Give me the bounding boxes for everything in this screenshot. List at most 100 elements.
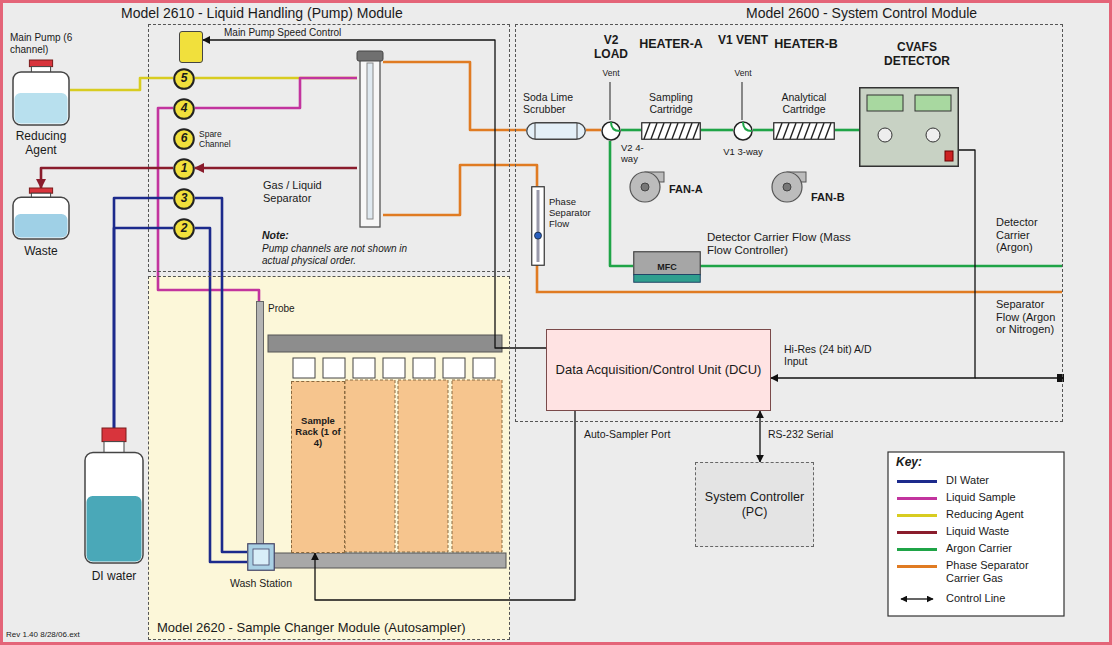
pump-channel: 5 <box>173 68 195 90</box>
text-label: Soda Lime Scrubber <box>523 91 589 115</box>
flow-line <box>586 129 601 132</box>
legend-text: DI Water <box>946 474 1058 487</box>
heater-coil <box>797 123 803 139</box>
text-label: CVAFS DETECTOR <box>871 41 963 69</box>
legend-text: Argon Carrier <box>946 542 1058 555</box>
wash-inner <box>253 549 269 565</box>
probe-rod <box>257 302 264 563</box>
fan: FAN-B <box>771 171 807 203</box>
flow-line <box>41 168 173 188</box>
text-label: Vent <box>729 69 757 79</box>
heater-coil <box>693 123 699 139</box>
valve: V1 VENTVentV1 3-way <box>733 121 753 141</box>
legend-text: Reducing Agent <box>946 508 1058 521</box>
shape-outline <box>771 171 807 203</box>
pump-channel: 6Spare Channel <box>173 128 195 150</box>
legend-swatch <box>897 480 937 483</box>
pump-channel: 2 <box>173 218 195 240</box>
valve-body <box>602 122 620 140</box>
control-line <box>315 411 575 600</box>
text-label: 4 <box>181 102 188 116</box>
text-label: V2 LOAD <box>586 34 636 62</box>
node-content: System Controller (PC) <box>696 463 813 546</box>
text-label: 6 <box>181 132 188 146</box>
autosampler-ground <box>148 276 510 640</box>
rack <box>398 380 448 552</box>
heater-coil <box>825 123 831 139</box>
separator-gas-supply <box>537 265 1062 292</box>
shape-outline <box>531 186 545 266</box>
control-unit: Data Acquisition/Control Unit (DCU) <box>546 329 771 411</box>
main-pump: Main Pump (6 channel) <box>179 31 203 63</box>
flow-line <box>195 167 357 170</box>
pump-head <box>174 159 194 179</box>
heater-coil <box>686 123 692 139</box>
waste-bottle: Waste <box>12 188 70 240</box>
shape-outline <box>733 121 753 141</box>
mfc-body <box>634 252 701 275</box>
detector-body <box>860 88 959 167</box>
pump-head <box>174 189 194 209</box>
fan: FAN-A <box>629 171 665 203</box>
display <box>867 95 903 111</box>
shape-outline <box>629 171 665 203</box>
line-label: RS-232 Serial <box>766 428 835 440</box>
sample-tube <box>293 358 315 378</box>
text-label: Waste <box>6 245 76 259</box>
flow-line <box>753 129 773 132</box>
scrubber-body <box>527 123 586 140</box>
flow-line <box>70 78 173 90</box>
fan-housing <box>772 172 802 202</box>
wash-well <box>248 544 275 571</box>
control-line <box>975 377 1060 378</box>
display <box>915 95 951 111</box>
scrubber-end <box>577 123 578 139</box>
sample-tube <box>383 358 405 378</box>
cartridge-tube <box>774 123 835 140</box>
water-bottle: DI water <box>84 428 144 564</box>
detector: CVAFS DETECTOR <box>859 87 959 167</box>
line-label: Auto-Sampler Port <box>582 428 672 440</box>
text-label: HEATER-A <box>629 37 713 51</box>
flow-line <box>195 198 247 552</box>
valve-port <box>611 122 620 131</box>
valve-body <box>734 122 752 140</box>
text-label: Main Pump (6 channel) <box>10 32 92 55</box>
text-label: Spare Channel <box>199 130 247 150</box>
flow-line <box>158 108 259 301</box>
flow-line <box>383 62 526 130</box>
soda-lime-scrubber: Soda Lime Scrubber <box>526 122 586 140</box>
shape-outline <box>84 428 144 564</box>
shape-outline <box>526 122 586 140</box>
text-label: HEATER-B <box>764 37 848 51</box>
text-label: 5 <box>181 72 188 86</box>
legend-text: Liquid Sample <box>946 491 1058 504</box>
probe-arm <box>268 335 502 352</box>
node-content: Sample Rack (1 of 4) <box>292 382 344 552</box>
text-label: 2 <box>181 222 188 236</box>
bottle-liquid <box>15 214 68 238</box>
probe: Probe <box>256 301 264 563</box>
pump-head <box>174 99 194 119</box>
key-box <box>888 452 1064 616</box>
fan-hub <box>641 183 649 191</box>
separator-tube <box>367 63 373 219</box>
legend-swatch <box>897 531 937 534</box>
pump-channel: 4 <box>173 98 195 120</box>
text-label: Sample Rack (1 of 4) <box>295 416 341 449</box>
pump-module: Model 2610 - Liquid Handling (Pump) Modu… <box>148 24 510 272</box>
text-label: Model 2620 - Sample Changer Module (Auto… <box>157 621 511 636</box>
line-label: Main Pump Speed Control <box>222 27 343 39</box>
heater-coil <box>665 123 671 139</box>
text-label: Detector Carrier Flow (Mass Flow Control… <box>707 231 857 257</box>
shape-outline <box>256 301 264 563</box>
rack <box>345 380 395 552</box>
argon-supply <box>700 265 1062 268</box>
flowmeter-body <box>532 187 545 266</box>
sampling-cartridge: HEATER-ASampling Cartridge <box>641 122 701 140</box>
control-line <box>771 150 975 378</box>
shape-outline <box>773 122 835 140</box>
heater-coil <box>672 123 678 139</box>
annotation: Separator Flow (Argon or Nitrogen) <box>996 298 1060 336</box>
